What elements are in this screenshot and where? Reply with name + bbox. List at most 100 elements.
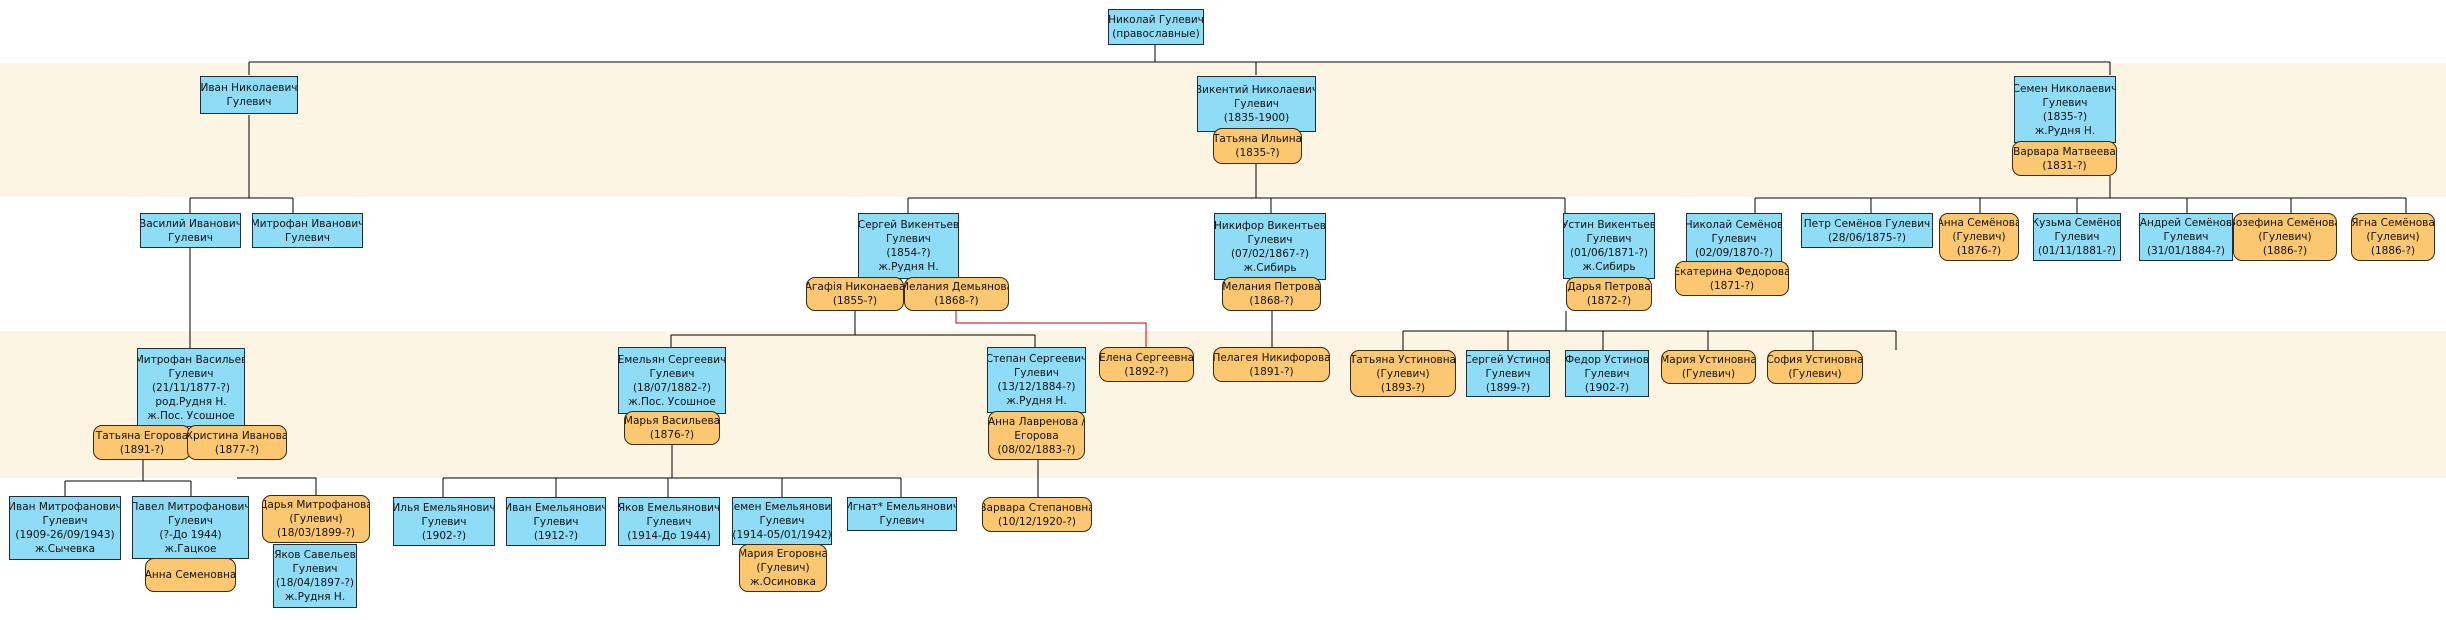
person-darya-m[interactable]: Дарья Митрофанова(Гулевич)(18/03/1899-?) bbox=[262, 495, 370, 543]
person-text-line: Гулевич bbox=[759, 515, 805, 527]
person-text-line: Василий Иванович bbox=[140, 217, 241, 230]
person-text-line: Устин Викентьев bbox=[1563, 219, 1655, 231]
person-text-line: (Гулевич) bbox=[1952, 231, 2006, 243]
person-text-line: (1892-?) bbox=[1124, 365, 1169, 378]
person-zozefina[interactable]: Зозефина Семёнова(Гулевич)(1886-?) bbox=[2233, 213, 2337, 261]
person-pelageya[interactable]: Пелагея Никифорова(1891-?) bbox=[1213, 347, 1330, 382]
person-text-line: (1835-?) bbox=[2042, 110, 2088, 123]
person-text-line: ж.Гацкое bbox=[164, 542, 217, 555]
person-text-line: Николай Гулевич bbox=[1108, 14, 1204, 26]
person-varvara-st[interactable]: Варвара Степановна(10/12/1920-?) bbox=[982, 497, 1092, 532]
person-text-line: (18/04/1897-?) bbox=[275, 577, 355, 589]
person-yagna[interactable]: Ягна Семёнова(Гулевич)(1886-?) bbox=[2351, 213, 2435, 261]
person-tatyana-eg[interactable]: Татьяна Егорова(1891-?) bbox=[93, 425, 191, 460]
person-sofiya-u[interactable]: София Устиновна(Гулевич) bbox=[1767, 350, 1863, 384]
person-text-line: Гулевич bbox=[167, 514, 213, 527]
person-tatyana-u[interactable]: Татьяна Устиновна(Гулевич)(1893-?) bbox=[1350, 350, 1456, 397]
person-text-line: (православные) bbox=[1112, 28, 1200, 40]
person-elena[interactable]: Елена Сергеевна(1892-?) bbox=[1099, 347, 1194, 382]
person-text-line: Гулевич bbox=[226, 96, 272, 108]
person-semen-e[interactable]: Семен ЕмельяновичГулевич(1914-05/01/1942… bbox=[732, 497, 832, 545]
person-text-line: Иван Николаевич bbox=[200, 82, 298, 94]
person-text-line: Гулевич bbox=[284, 231, 330, 244]
person-text-line: ж.Осиновка bbox=[750, 576, 816, 588]
person-petr[interactable]: Петр Семёнов Гулевич(28/06/1875-?) bbox=[1801, 213, 1933, 248]
person-text-line: ж.Сибирь bbox=[1582, 261, 1636, 273]
person-kristina[interactable]: Христина Иванова(1877-?) bbox=[187, 425, 287, 460]
connector bbox=[1402, 311, 1897, 350]
person-text-line: Пелагея Никифорова bbox=[1213, 351, 1330, 364]
person-text-line: Дарья Петрова bbox=[1567, 281, 1651, 293]
person-text-line: Гулевич bbox=[1586, 233, 1632, 245]
person-text-line: (18/03/1899-?) bbox=[276, 527, 356, 539]
person-text-line: Гулевич bbox=[1584, 367, 1630, 380]
person-text-line: Андрей Семёнов bbox=[2139, 217, 2233, 229]
person-melania-p[interactable]: Мелания Петрова(1868-?) bbox=[1222, 277, 1321, 311]
person-anna-l[interactable]: Анна Лавренова /Егорова(08/02/1883-?) bbox=[988, 411, 1085, 460]
person-text-line: Гулевич bbox=[1247, 233, 1293, 246]
person-text-line: Татьяна Устиновна bbox=[1350, 353, 1456, 366]
person-melania-d[interactable]: Мелания Демьянова(1868-?) bbox=[904, 277, 1009, 311]
person-mariya-u[interactable]: Мария Устиновна(Гулевич) bbox=[1661, 350, 1756, 384]
person-nikolay[interactable]: Николай Гулевич (православные) bbox=[1108, 9, 1204, 45]
person-marya-v[interactable]: Марья Васильева(1876-?) bbox=[624, 411, 720, 445]
person-text-line: (28/06/1875-?) bbox=[1827, 231, 1907, 244]
person-text-line: Анна Лавренова / bbox=[988, 415, 1085, 428]
person-text-line: ж.Сибирь bbox=[1243, 261, 1297, 274]
person-text-line: Семен Емельянович bbox=[733, 501, 832, 513]
person-text-line: Степан Сергеевич bbox=[987, 353, 1086, 365]
person-text-line: Митрофан Иванович bbox=[252, 217, 363, 230]
person-anna-sem[interactable]: Анна Семеновна bbox=[145, 558, 236, 592]
person-ekaterina[interactable]: Екатерина Федорова(1871-?) bbox=[1675, 261, 1789, 296]
person-text-line: Николай Семёнов bbox=[1686, 218, 1782, 231]
person-text-line: Дарья Митрофанова bbox=[262, 499, 370, 511]
person-text-line: (1891-?) bbox=[119, 443, 165, 456]
person-text-line: Елена Сергеевна bbox=[1099, 351, 1194, 364]
person-text-line: Варвара Матвеева bbox=[2013, 145, 2116, 158]
person-text-line: Анна Семёнова bbox=[1939, 217, 2019, 229]
person-text-line: (18/07/1882-?) bbox=[632, 381, 712, 394]
person-varvara-matveeva[interactable]: Варвара Матвеева(1831-?) bbox=[2012, 141, 2117, 176]
connector bbox=[442, 445, 902, 497]
person-darya-p[interactable]: Дарья Петрова(1872-?) bbox=[1566, 277, 1652, 311]
person-text-line: Митрофан Васильев bbox=[137, 353, 245, 366]
person-text-line: (07/02/1867-?) bbox=[1230, 247, 1310, 260]
person-text-line: (Гулевич) bbox=[1681, 368, 1736, 380]
person-anna-s[interactable]: Анна Семёнова(Гулевич)(1876-?) bbox=[1939, 213, 2019, 261]
person-text-line: Гулевич bbox=[2054, 231, 2100, 243]
person-mariya-eg[interactable]: Мария Егоровна(Гулевич)ж.Осиновка bbox=[739, 544, 827, 592]
person-text-line: (1831-?) bbox=[2042, 159, 2087, 172]
person-text-line: (1835-?) bbox=[1235, 147, 1280, 159]
person-agafia[interactable]: Агафія Никонаева(1855-?) bbox=[806, 277, 904, 311]
person-text-line: (1902-?) bbox=[421, 529, 467, 542]
person-tatyana-ilyina[interactable]: Татьяна Ильина(1835-?) bbox=[1213, 128, 1302, 164]
person-text-line: (Гулевич) bbox=[1788, 368, 1842, 380]
person-text-line: Гулевич bbox=[649, 367, 695, 380]
person-text-line: (Гулевич) bbox=[756, 562, 810, 574]
person-text-line: (Гулевич) bbox=[2258, 231, 2312, 243]
